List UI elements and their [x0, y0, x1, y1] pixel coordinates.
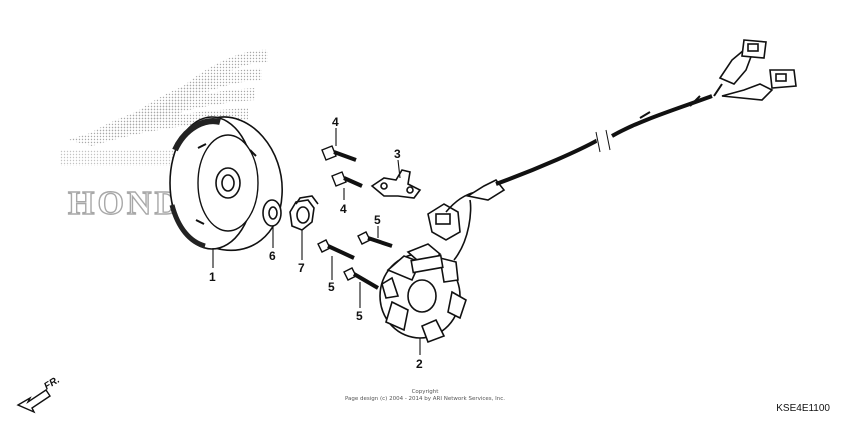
honda-wing-watermark: HONDA — [60, 49, 268, 223]
front-direction-arrow — [16, 389, 51, 414]
callout-washer: 6 — [269, 249, 276, 263]
connector-upper — [713, 39, 767, 97]
washer — [262, 199, 282, 227]
callout-nut: 7 — [298, 261, 305, 275]
callout-clamp: 3 — [394, 147, 401, 161]
stator — [379, 243, 467, 344]
screw-middle — [317, 239, 355, 260]
callout-stator: 2 — [416, 357, 423, 371]
callout-bolt-lower: 4 — [340, 202, 347, 216]
callout-bolt-upper: 4 — [332, 115, 339, 129]
leader-3 — [397, 159, 401, 179]
figure-code: KSE4E1100 — [776, 403, 830, 414]
flywheel — [169, 116, 283, 252]
bolt-upper — [321, 145, 357, 162]
callout-flywheel: 1 — [209, 270, 216, 284]
clamp — [370, 169, 422, 199]
connector-lower — [721, 69, 797, 101]
copyright-line-2: Page design (c) 2004 - 2014 by ARI Netwo… — [344, 396, 506, 402]
flange-nut — [289, 195, 319, 231]
pulse-generator — [427, 203, 461, 241]
callout-screw-lower: 5 — [356, 309, 363, 323]
leader-lines — [212, 128, 421, 355]
callout-screw-upper: 5 — [374, 213, 381, 227]
screw-lower — [343, 267, 380, 290]
copyright-line-1: Copyright — [411, 389, 439, 395]
callout-screw-middle: 5 — [328, 280, 335, 294]
bolt-lower — [331, 171, 363, 188]
wire-harness — [445, 94, 713, 261]
screw-upper — [357, 231, 393, 248]
